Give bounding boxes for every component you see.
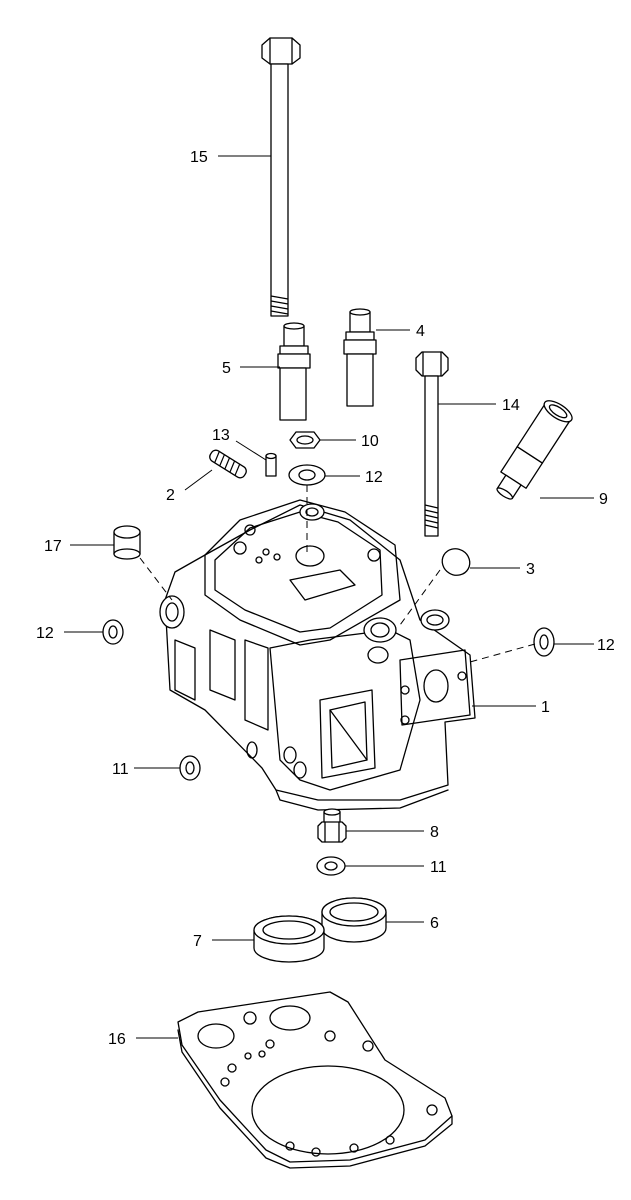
label-part-15: 15	[190, 149, 208, 166]
part-15-long-bolt[interactable]	[261, 37, 301, 317]
leader-lines	[64, 155, 594, 1039]
label-part-2: 2	[166, 487, 175, 504]
part-2-stud[interactable]	[208, 448, 248, 479]
part-10-nut[interactable]	[289, 431, 321, 449]
alignment-lines	[139, 485, 536, 663]
label-part-7: 7	[193, 933, 202, 950]
part-12-washer-right[interactable]	[533, 627, 555, 657]
label-part-12-right: 12	[597, 637, 615, 654]
part-12-washer-left[interactable]	[102, 619, 124, 645]
part-5-valve-guide[interactable]	[277, 322, 311, 421]
label-part-13: 13	[212, 427, 230, 444]
label-part-9: 9	[599, 491, 608, 508]
label-part-1: 1	[541, 699, 550, 716]
part-8-plug-screw[interactable]	[317, 808, 347, 843]
part-number-labels: 15 5 4 14 10 12 13 2 9 3 17 12 12 1 11 8…	[36, 149, 615, 1048]
part-14-bolt[interactable]	[415, 351, 449, 537]
label-part-12-top: 12	[365, 469, 383, 486]
label-part-11-left: 11	[112, 761, 129, 778]
label-part-17: 17	[44, 538, 62, 555]
part-4-valve-guide[interactable]	[343, 308, 377, 407]
part-17-plug[interactable]	[113, 525, 141, 560]
part-16-head-gasket[interactable]	[177, 991, 453, 1169]
label-part-6: 6	[430, 915, 439, 932]
part-11-sealing-ring-left[interactable]	[179, 755, 201, 781]
part-9-injector-sleeve[interactable]	[490, 397, 576, 505]
part-13-dowel-pin[interactable]	[265, 452, 277, 477]
label-part-16: 16	[108, 1031, 126, 1048]
part-12-washer-top[interactable]	[288, 464, 326, 486]
part-3-o-ring[interactable]	[437, 544, 474, 581]
part-7-valve-seat-ring[interactable]	[253, 915, 325, 963]
label-part-10: 10	[361, 433, 379, 450]
label-part-14: 14	[502, 397, 520, 414]
part-1-cylinder-head[interactable]	[159, 499, 476, 811]
part-6-valve-seat-ring[interactable]	[321, 897, 387, 943]
label-part-3: 3	[526, 561, 535, 578]
label-part-4: 4	[416, 323, 425, 340]
label-part-11-lower: 11	[430, 859, 447, 876]
label-part-8: 8	[430, 824, 439, 841]
part-11-sealing-ring-lower[interactable]	[316, 856, 346, 876]
label-part-5: 5	[222, 360, 231, 377]
label-part-12-left: 12	[36, 625, 54, 642]
